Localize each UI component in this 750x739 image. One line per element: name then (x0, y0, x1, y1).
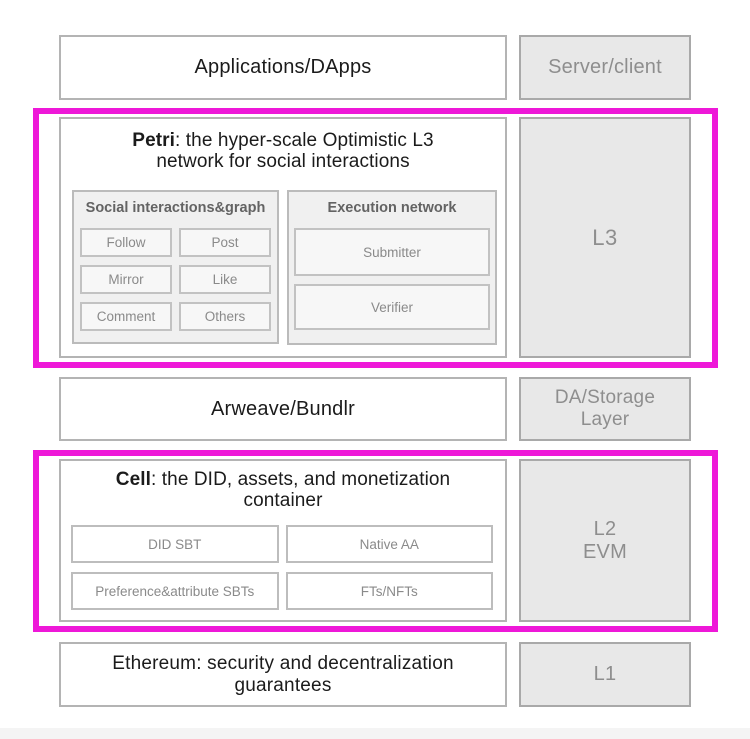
arweave-bundlr-label: Arweave/Bundlr (211, 397, 355, 420)
cell-highlight-inner: Cell: the DID, assets, and monetization … (59, 459, 692, 622)
cell-title-line2: container (243, 490, 323, 511)
ethereum-line2: guarantees (234, 674, 332, 696)
chip-mirror: Mirror (80, 265, 172, 294)
petri-title-bold: Petri (132, 130, 176, 151)
cell-box: Cell: the DID, assets, and monetization … (59, 459, 507, 622)
cell-title: Cell: the DID, assets, and monetization … (61, 469, 505, 511)
social-panel-header: Social interactions&graph (85, 200, 266, 216)
cell-title-rest: : the DID, assets, and monetization (151, 469, 451, 490)
petri-title: Petri: the hyper-scale Optimistic L3 net… (61, 130, 505, 172)
exec-verifier: Verifier (294, 284, 490, 330)
arweave-bundlr-box: Arweave/Bundlr (59, 377, 507, 441)
da-storage-line1: DA/Storage (554, 387, 656, 408)
cell-chip-grid: DID SBT Native AA Preference&attribute S… (71, 525, 493, 610)
petri-box: Petri: the hyper-scale Optimistic L3 net… (59, 117, 507, 358)
chip-post: Post (179, 228, 271, 257)
applications-label: Applications/DApps (194, 56, 372, 78)
social-interactions-panel: Social interactions&graph Follow Post Mi… (72, 190, 279, 344)
l3-layer-box: L3 (519, 117, 691, 358)
chip-fts-nfts: FTs/NFTs (285, 572, 493, 610)
execution-items: Submitter Verifier (294, 228, 490, 330)
chip-follow: Follow (80, 228, 172, 257)
petri-highlight-inner: Petri: the hyper-scale Optimistic L3 net… (59, 117, 692, 358)
petri-highlight-frame: Petri: the hyper-scale Optimistic L3 net… (33, 108, 718, 368)
chip-did-sbt: DID SBT (71, 525, 279, 563)
applications-box: Applications/DApps (59, 35, 507, 100)
chip-comment: Comment (80, 302, 172, 331)
petri-title-line2: network for social interactions (156, 151, 410, 172)
bottom-partial-strip (0, 728, 750, 739)
l1-layer-label: L1 (593, 663, 617, 685)
storage-row: Arweave/Bundlr DA/Storage Layer (59, 377, 691, 441)
ethereum-box: Ethereum: security and decentralization … (59, 642, 507, 707)
chip-like: Like (179, 265, 271, 294)
server-client-label: Server/client (548, 56, 662, 78)
cell-highlight-frame: Cell: the DID, assets, and monetization … (33, 450, 718, 632)
l2-line1: L2 (593, 517, 617, 540)
l2-evm-label: L2 EVM (583, 518, 627, 564)
da-storage-label: DA/Storage Layer (555, 387, 655, 431)
da-storage-line2: Layer (580, 409, 630, 430)
ethereum-line1: Ethereum: security and decentralization (112, 652, 454, 674)
social-chip-grid: Follow Post Mirror Like Comment Others (80, 228, 271, 331)
cell-title-bold: Cell (115, 469, 152, 490)
l1-layer-box: L1 (519, 642, 691, 707)
exec-submitter: Submitter (294, 228, 490, 276)
da-storage-box: DA/Storage Layer (519, 377, 691, 441)
applications-row: Applications/DApps Server/client (59, 35, 691, 100)
chip-preference-sbts: Preference&attribute SBTs (71, 572, 279, 610)
l2-evm-box: L2 EVM (519, 459, 691, 622)
execution-panel-header: Execution network (327, 200, 457, 216)
petri-panels-row: Social interactions&graph Follow Post Mi… (72, 190, 497, 345)
l2-line2: EVM (583, 540, 627, 563)
ethereum-row: Ethereum: security and decentralization … (59, 642, 691, 707)
execution-network-panel: Execution network Submitter Verifier (287, 190, 497, 345)
ethereum-label: Ethereum: security and decentralization … (112, 653, 454, 697)
l3-layer-label: L3 (592, 224, 618, 250)
petri-title-rest: : the hyper-scale Optimistic L3 (175, 130, 434, 151)
server-client-box: Server/client (519, 35, 691, 100)
chip-native-aa: Native AA (285, 525, 493, 563)
chip-others: Others (179, 302, 271, 331)
